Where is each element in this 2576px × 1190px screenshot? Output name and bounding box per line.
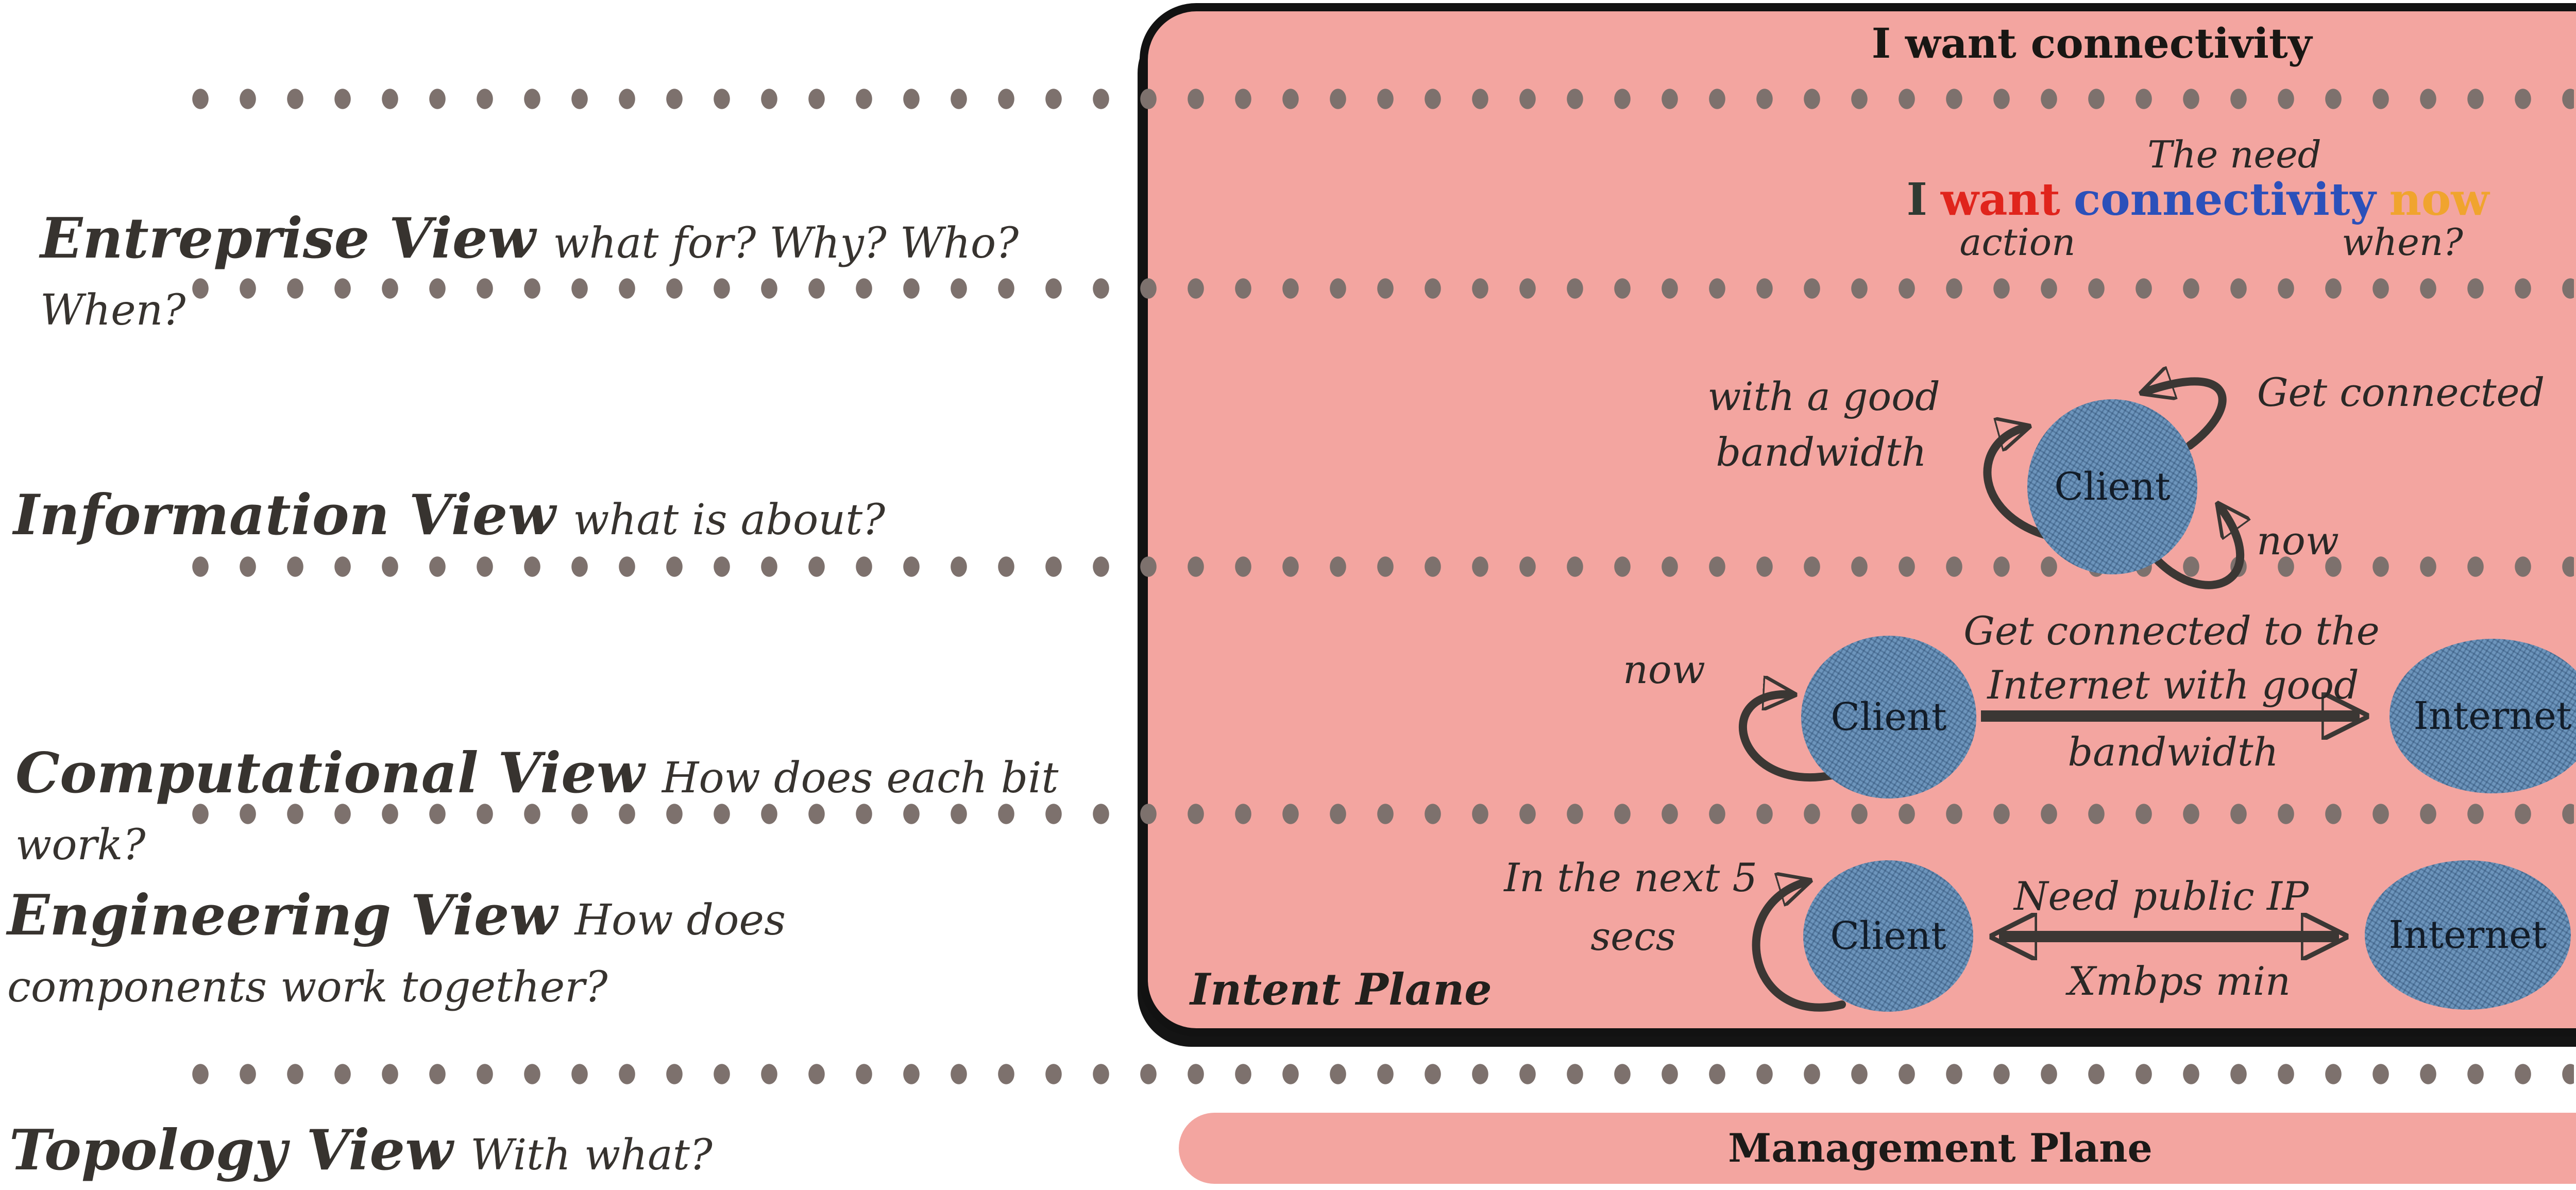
info-now-label: now	[2257, 518, 2339, 564]
info-client-self-loop-top-arrow	[2146, 381, 2227, 450]
info-client-node-label: Client	[2054, 465, 2171, 509]
action-label: action	[1959, 220, 2076, 264]
eng-time-label-line2: secs	[1590, 913, 1676, 959]
intent-plane-title: I want connectivity	[1871, 19, 2312, 67]
comp-edge-label-line1: Get connected to the	[1963, 608, 2380, 654]
need-word-subject: I	[1906, 174, 1927, 226]
dotted-separator-2	[189, 276, 2574, 301]
engineering-view-question: How does components work together?	[7, 896, 786, 1012]
management-plane-label: Management Plane	[1728, 1125, 2153, 1171]
topology-view-question: With what?	[470, 1131, 713, 1180]
comp-edge-label-line2: Internet with good	[1987, 662, 2359, 708]
info-client-self-loop-left-arrow	[1983, 428, 2062, 542]
engineering-view-title: Engineering View	[7, 883, 557, 948]
comp-now-label: now	[1623, 647, 1705, 692]
need-word-object: connectivity	[2073, 174, 2376, 226]
eng-internet-node-label: Internet	[2388, 913, 2547, 957]
dotted-separator-4	[189, 802, 2574, 826]
info-client-self-loop-bottom-arrow	[2152, 507, 2240, 589]
eng-edge-label-top: Need public IP	[2013, 873, 2309, 919]
intent-plane-panel	[1140, 3, 2576, 1036]
when-label: when?	[2342, 220, 2463, 264]
comp-client-self-loop-arrow	[1738, 694, 1836, 782]
computational-view-question: How does each bit work?	[15, 754, 1059, 870]
information-view-question: what is about?	[573, 496, 886, 545]
view-label-information: Information View what is about?	[13, 482, 1095, 554]
comp-client-node: Client	[1801, 636, 1976, 798]
enterprise-view-question: what for? Why? Who? When?	[40, 219, 1019, 335]
comp-internet-node: Internet	[2389, 639, 2576, 793]
dotted-separator-5	[189, 1062, 2574, 1086]
comp-internet-node-label: Internet	[2413, 694, 2572, 738]
info-left-text-line1: with a good	[1707, 373, 1940, 419]
need-caption: The need	[2147, 133, 2321, 176]
intent-plane-caption: Intent Plane	[1190, 964, 1492, 1015]
comp-edge-label-line3: bandwidth	[2067, 729, 2279, 775]
need-word-verb: want	[1940, 174, 2060, 226]
management-plane-bar	[1179, 1113, 2576, 1184]
information-view-title: Information View	[13, 483, 556, 548]
eng-client-node: Client	[1803, 860, 1973, 1012]
info-get-connected-label: Get connected	[2257, 369, 2545, 415]
computational-view-title: Computational View	[15, 741, 645, 806]
eng-time-label-line1: In the next 5	[1504, 855, 1757, 900]
eng-edge-label-bottom: Xmbps min	[2068, 958, 2291, 1004]
topology-view-title: Topology View	[9, 1118, 453, 1183]
eng-client-self-loop-arrow	[1752, 882, 1846, 1012]
enterprise-view-title: Entreprise View	[40, 206, 536, 271]
eng-internet-node: Internet	[2365, 860, 2571, 1010]
need-word-time: now	[2389, 174, 2489, 226]
info-client-node: Client	[2027, 399, 2197, 574]
eng-client-node-label: Client	[1830, 914, 1946, 958]
info-left-text-line2: bandwidth	[1716, 429, 1927, 475]
comp-client-node-label: Client	[1831, 695, 1947, 739]
view-label-topology: Topology View With what?	[9, 1117, 1091, 1189]
dotted-separator-1	[189, 87, 2574, 111]
